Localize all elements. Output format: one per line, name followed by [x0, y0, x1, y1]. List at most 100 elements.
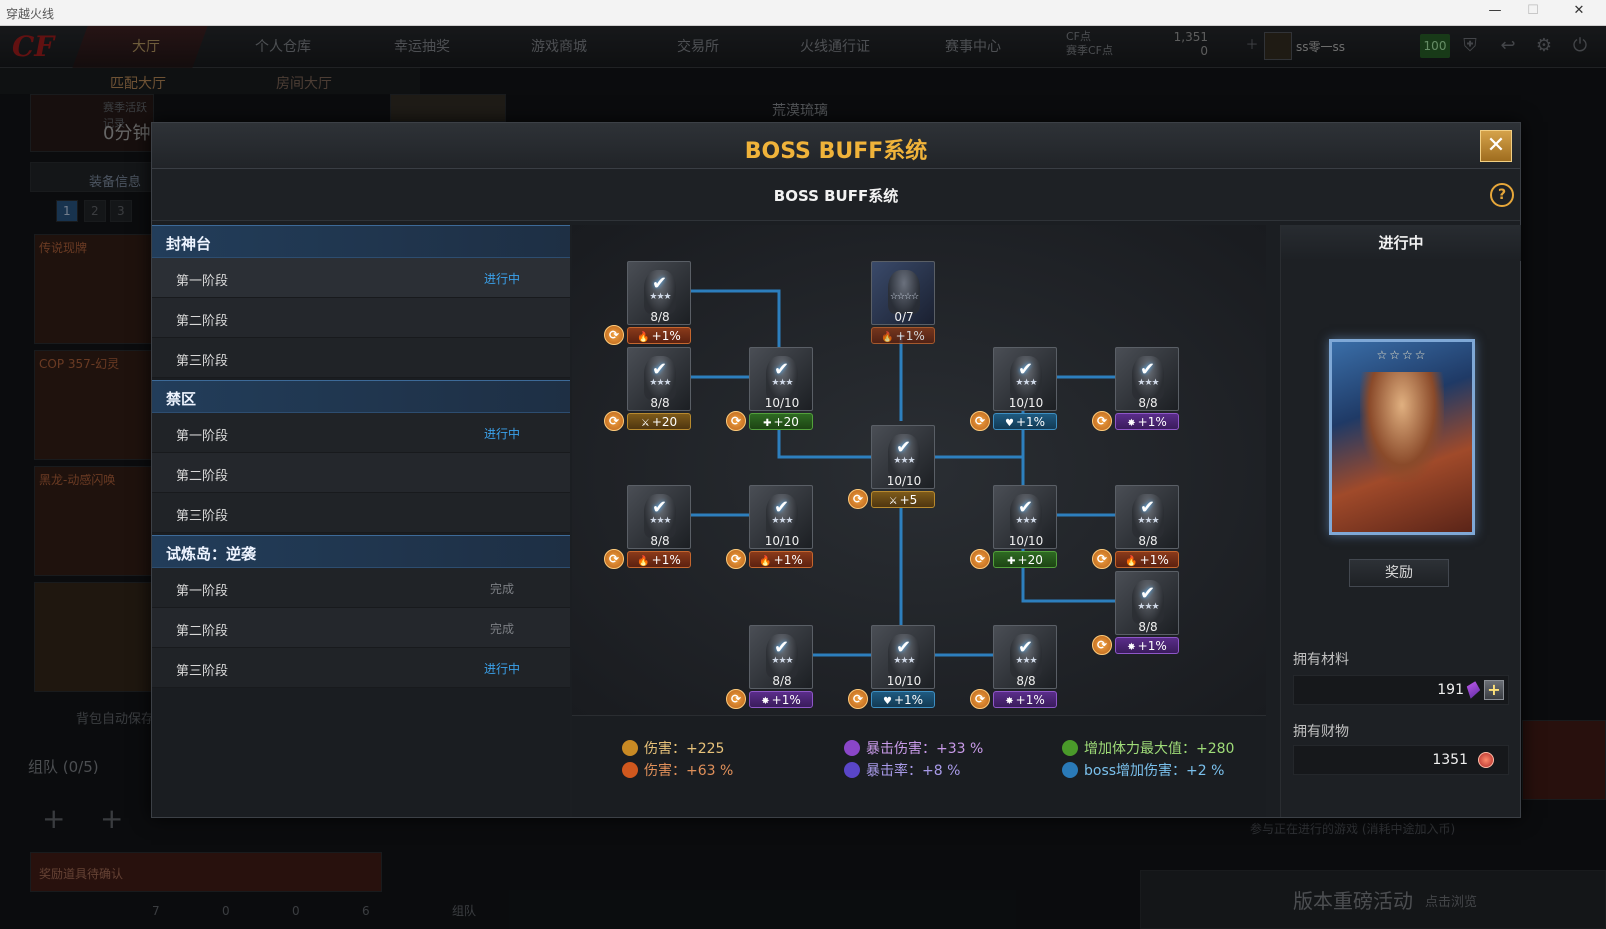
refresh-icon[interactable]: ⟳	[1092, 549, 1112, 569]
buff-node-1[interactable]: ✔★★★8/8 ⟳ 🔥+1%	[604, 261, 700, 351]
nav-warehouse[interactable]: 个人仓库	[255, 39, 311, 55]
modal-subtitle: BOSS BUFF系统	[773, 187, 899, 205]
stage-row[interactable]: 第三阶段	[152, 338, 570, 378]
refresh-icon[interactable]: ⟳	[604, 549, 624, 569]
refresh-icon[interactable]: ⟳	[726, 689, 746, 709]
equip-tab-1[interactable]: 1	[56, 200, 78, 222]
stage-row[interactable]: 第二阶段	[152, 453, 570, 493]
materials-value: 191	[1437, 682, 1464, 698]
tab-room-lobby[interactable]: 房间大厅	[276, 76, 332, 92]
stage-row[interactable]: 第一阶段 完成	[152, 568, 570, 608]
equip-tab-2[interactable]: 2	[84, 200, 106, 222]
team-bottom-label: 组队	[452, 904, 477, 918]
nav-lobby[interactable]: 大厅	[132, 39, 160, 55]
group-header-shiliandao[interactable]: 试炼岛：逆袭	[152, 535, 570, 568]
reward-button[interactable]: 奖励	[1349, 559, 1449, 587]
username[interactable]: ss零一ss	[1296, 40, 1346, 54]
refresh-icon[interactable]: ⟳	[604, 411, 624, 431]
star-rating: ★★★	[1137, 602, 1159, 612]
stage-row[interactable]: 第一阶段 进行中	[152, 413, 570, 453]
count-4: 6	[362, 904, 370, 918]
buff-node-8[interactable]: ✔★★★8/8 ⟳ 🔥+1%	[604, 485, 700, 575]
bonus-value: +1%	[1137, 639, 1167, 653]
help-icon[interactable]: ?	[1490, 183, 1514, 207]
cf-points-labels: CF点 赛季CF点	[1066, 30, 1113, 58]
gear-icon[interactable]: ⚙	[1535, 35, 1553, 56]
avatar[interactable]	[1264, 32, 1292, 60]
fire-icon: 🔥	[881, 332, 894, 343]
node-bonus: ♥+1%	[993, 413, 1057, 430]
power-icon[interactable]: ⏻	[1572, 35, 1588, 56]
stage-row[interactable]: 第三阶段 进行中	[152, 648, 570, 688]
check-icon: ✔	[774, 637, 790, 658]
buff-node-2[interactable]: ☆☆☆☆0/7 🔥+1%	[854, 261, 944, 351]
auto-save-label[interactable]: 背包自动保存	[76, 712, 155, 727]
buff-node-7[interactable]: ✔★★★10/10 ⟳ ⚔+5	[848, 425, 944, 515]
boss-portrait: ✔★★★10/10	[871, 625, 935, 689]
equip-tab-3-label: 3	[117, 204, 125, 218]
stage-status: 进行中	[483, 272, 520, 286]
close-button[interactable]: ✕	[1480, 130, 1512, 162]
item-slot[interactable]	[34, 582, 154, 692]
buff-node-12[interactable]: ✔★★★8/8 ⟳ ✸+1%	[1092, 571, 1188, 661]
tab-match-lobby[interactable]: 匹配大厅	[110, 76, 166, 92]
equip-info-label: 装备信息	[89, 175, 142, 190]
nav-exchange[interactable]: 交易所	[677, 39, 719, 55]
equip-tab-1-label: 1	[63, 204, 71, 218]
refresh-icon[interactable]: ⟳	[970, 411, 990, 431]
buff-node-15[interactable]: ✔★★★8/8 ⟳ ✸+1%	[970, 625, 1066, 715]
equip-info-tab[interactable]: 装备信息	[30, 162, 154, 192]
sword-icon	[622, 740, 638, 756]
add-member-icon[interactable]: +	[100, 802, 124, 835]
plus-icon[interactable]: ＋	[1245, 38, 1259, 53]
map-name: 荒漠琉璃	[772, 103, 828, 119]
buff-node-3[interactable]: ✔★★★8/8 ⟳ ⚔+20	[604, 347, 700, 437]
stage-row[interactable]: 第三阶段	[152, 493, 570, 533]
nav-lucky-draw[interactable]: 幸运抽奖	[394, 39, 450, 55]
buff-node-4[interactable]: ✔★★★10/10 ⟳ ✚+20	[726, 347, 822, 437]
heart-icon	[1062, 762, 1078, 778]
buff-node-13[interactable]: ✔★★★8/8 ⟳ ✸+1%	[726, 625, 822, 715]
cf-points-value: 1,351	[1173, 30, 1208, 44]
nav-battle-pass[interactable]: 火线通行证	[800, 39, 870, 55]
refresh-icon[interactable]: ⟳	[848, 489, 868, 509]
buff-node-5[interactable]: ✔★★★10/10 ⟳ ♥+1%	[970, 347, 1066, 437]
refresh-icon[interactable]: ⟳	[970, 689, 990, 709]
refresh-icon[interactable]: ⟳	[726, 411, 746, 431]
return-icon[interactable]: ↩	[1500, 35, 1516, 56]
nav-event-center[interactable]: 赛事中心	[945, 39, 1001, 55]
add-materials-button[interactable]: +	[1484, 680, 1504, 700]
buff-node-10[interactable]: ✔★★★10/10 ⟳ ✚+20	[970, 485, 1066, 575]
stage-row[interactable]: 第二阶段	[152, 298, 570, 338]
nav-shop[interactable]: 游戏商城	[531, 39, 587, 55]
boss-portrait: ☆☆☆☆0/7	[871, 261, 935, 325]
node-bonus: 🔥+1%	[749, 551, 813, 568]
buff-node-9[interactable]: ✔★★★10/10 ⟳ 🔥+1%	[726, 485, 822, 575]
buff-node-14[interactable]: ✔★★★10/10 ⟳ ♥+1%	[848, 625, 944, 715]
buff-node-6[interactable]: ✔★★★8/8 ⟳ ✸+1%	[1092, 347, 1188, 437]
refresh-icon[interactable]: ⟳	[726, 549, 746, 569]
refresh-icon[interactable]: ⟳	[1092, 411, 1112, 431]
team-label: 组队 (0/5)	[28, 758, 99, 776]
close-window-button[interactable]: ✕	[1573, 3, 1585, 18]
boss-card[interactable]: ☆☆☆☆	[1329, 339, 1475, 535]
add-member-icon[interactable]: +	[42, 802, 66, 835]
weapon-slot-3[interactable]: 黑龙-动感闪唤	[34, 466, 154, 576]
equip-tab-3[interactable]: 3	[110, 200, 132, 222]
group-header-jinqu[interactable]: 禁区	[152, 380, 570, 413]
refresh-icon[interactable]: ⟳	[848, 689, 868, 709]
weapon-slot-2[interactable]: COP 357-幻灵	[34, 350, 154, 460]
group-header-fengshentai[interactable]: 封神台	[152, 225, 570, 258]
group-label: 封神台	[166, 235, 212, 253]
refresh-icon[interactable]: ⟳	[1092, 635, 1112, 655]
reward-confirm-bar[interactable]: 奖励道具待确认	[30, 852, 382, 892]
stage-row[interactable]: 第二阶段 完成	[152, 608, 570, 648]
minimize-button[interactable]: —	[1488, 3, 1502, 18]
maximize-button[interactable]: ☐	[1527, 3, 1539, 18]
side-banner[interactable]	[1522, 720, 1606, 800]
stage-row[interactable]: 第一阶段 进行中	[152, 258, 570, 298]
shield-icon[interactable]: ⛨	[1463, 35, 1477, 56]
buff-node-11[interactable]: ✔★★★8/8 ⟳ 🔥+1%	[1092, 485, 1188, 575]
refresh-icon[interactable]: ⟳	[604, 325, 624, 345]
refresh-icon[interactable]: ⟳	[970, 549, 990, 569]
